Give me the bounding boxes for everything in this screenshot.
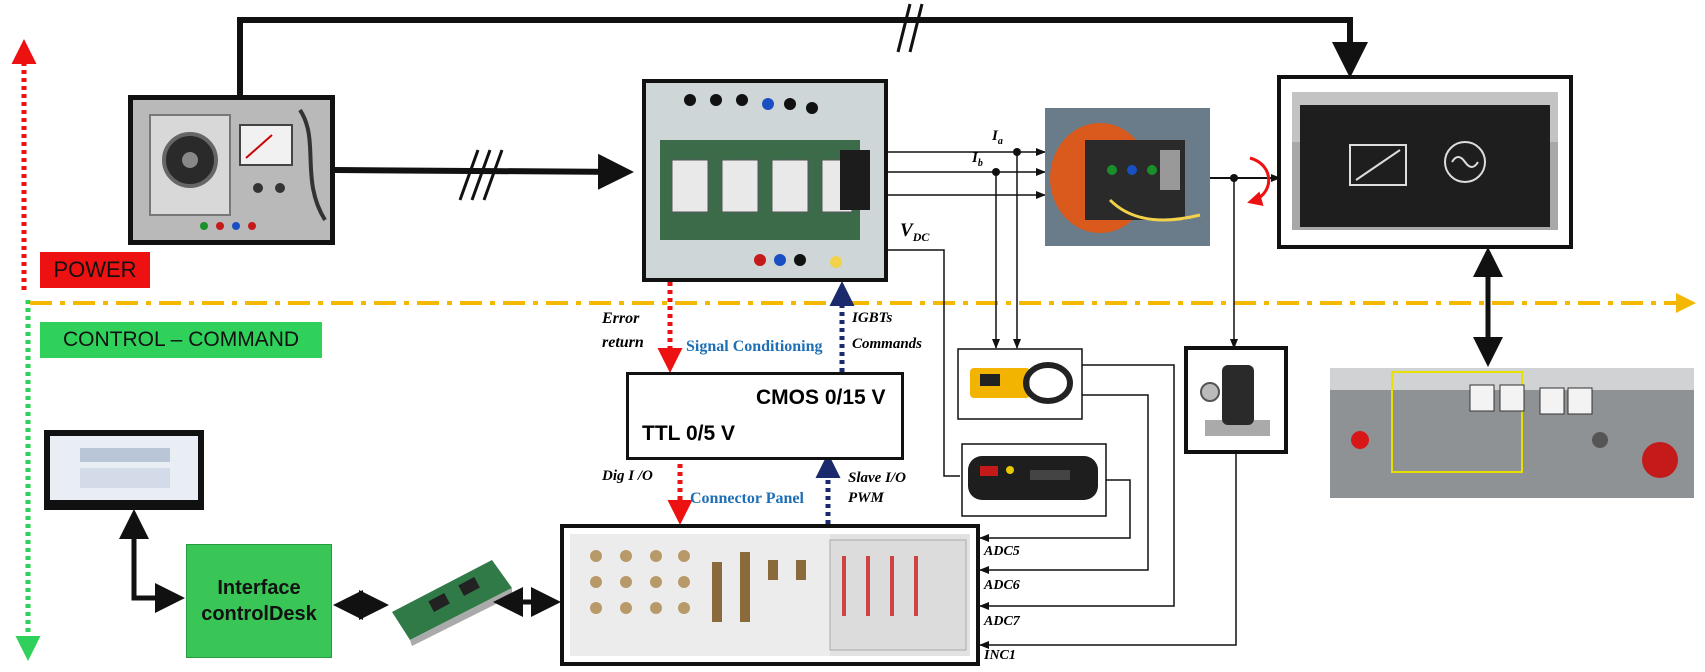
monitor-photo — [44, 430, 204, 510]
ib-label: Ib — [972, 150, 983, 169]
control-zone-label: CONTROL – COMMAND — [40, 322, 322, 358]
top-line-slash-2 — [908, 3, 924, 53]
adc6-wire — [979, 394, 1149, 574]
adc7-label: ADC7 — [984, 614, 1020, 629]
igbt-converter-photo — [642, 79, 888, 282]
adc5-wire — [979, 479, 1131, 542]
adc7-wire — [979, 364, 1175, 610]
slave-io-label-2: PWM — [848, 490, 884, 506]
motor-photo — [1045, 108, 1210, 246]
adc5-label: ADC5 — [984, 544, 1020, 559]
ttl-label: TTL 0/5 V — [642, 422, 735, 445]
signal-conditioning-label: Signal Conditioning — [686, 338, 823, 355]
igbt-commands-label-2: Commands — [852, 336, 923, 352]
voltage-probe-photo — [961, 443, 1107, 517]
cmos-label: CMOS 0/15 V — [756, 386, 886, 409]
error-return-label-1: Error — [602, 310, 640, 327]
monitor-to-interface-arrow — [119, 509, 185, 613]
connector-panel-photo — [560, 524, 980, 666]
error-return-label-2: return — [602, 334, 644, 351]
interface-controldesk-block: Interface controlDesk — [186, 544, 332, 658]
dig-io-label: Dig I /O — [602, 468, 653, 484]
lab-panel-photo — [1330, 368, 1694, 498]
slave-io-label-1: Slave I/O — [848, 470, 906, 486]
load-machine-photo — [1277, 75, 1573, 249]
rotation-arrow — [1247, 156, 1271, 206]
inc1-wire — [979, 452, 1237, 649]
vdc-label: VDC — [900, 220, 930, 244]
igbt-commands-label-1: IGBTs — [852, 310, 893, 326]
bus-slash-1 — [458, 149, 480, 201]
current-clamp-photo — [957, 348, 1083, 420]
daq-card-photo — [392, 560, 512, 646]
bus-slash-2 — [470, 149, 492, 201]
vdc-sense-line — [888, 249, 960, 477]
ia-label: Ia — [992, 128, 1003, 147]
variac-source-photo — [128, 95, 335, 245]
adc6-label: ADC6 — [984, 578, 1020, 593]
connector-panel-label: Connector Panel — [690, 490, 804, 507]
bus-slash-3 — [482, 149, 504, 201]
top-line-slash-1 — [896, 3, 912, 53]
power-zone-label: POWER — [40, 252, 150, 288]
signal-conditioning-block — [626, 372, 904, 460]
inc1-label: INC1 — [984, 648, 1016, 663]
encoder-photo — [1184, 346, 1288, 454]
top-power-line — [237, 17, 1368, 96]
